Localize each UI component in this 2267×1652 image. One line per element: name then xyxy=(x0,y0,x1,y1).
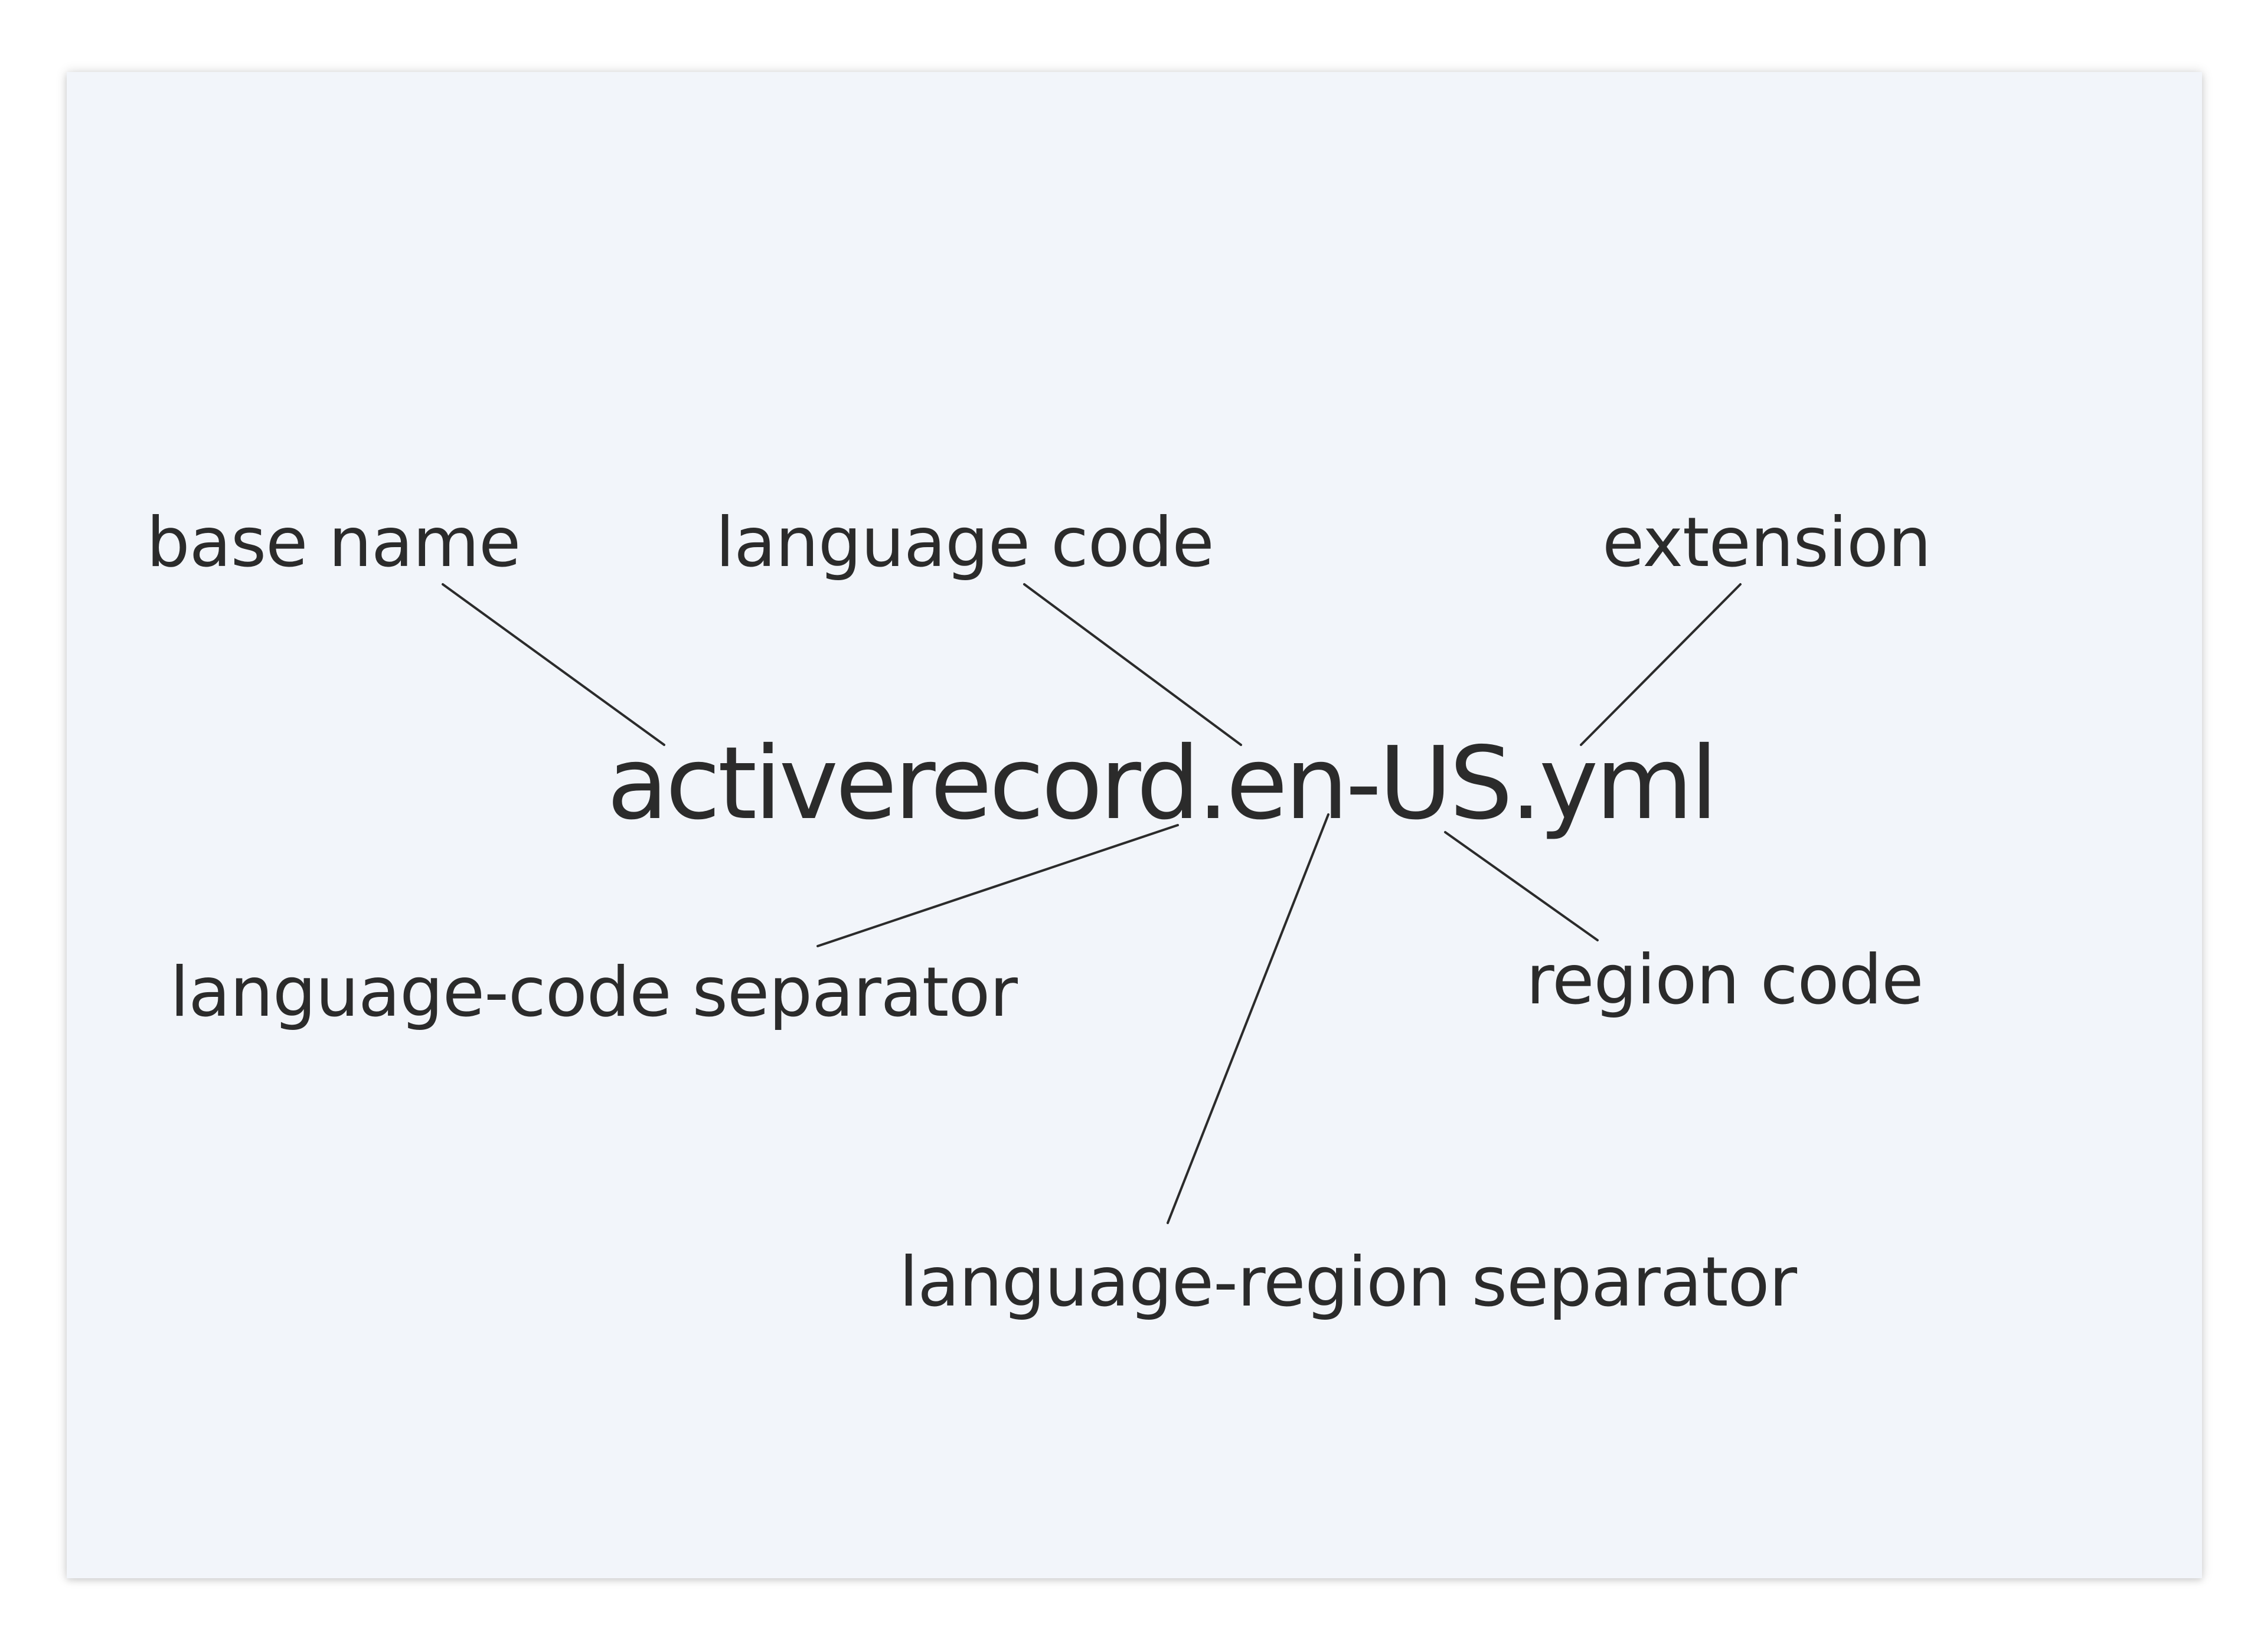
label-region-code: region code xyxy=(1526,940,1923,1020)
label-extension: extension xyxy=(1602,503,1931,583)
leader-extension xyxy=(1580,583,1742,746)
leader-language-region-separator xyxy=(1167,813,1330,1224)
label-language-code-separator: language-code separator xyxy=(170,953,1018,1032)
leader-base-name xyxy=(442,583,665,746)
label-language-code: language code xyxy=(716,503,1214,583)
label-base-name: base name xyxy=(146,503,521,583)
example-filename: activerecord.en-US.yml xyxy=(607,725,1718,842)
leader-language-code-separator xyxy=(816,824,1179,947)
diagram-card xyxy=(67,72,2202,1578)
leader-language-code xyxy=(1023,583,1242,746)
leader-region-code xyxy=(1444,831,1599,941)
label-language-region-separator: language-region separator xyxy=(899,1242,1797,1322)
